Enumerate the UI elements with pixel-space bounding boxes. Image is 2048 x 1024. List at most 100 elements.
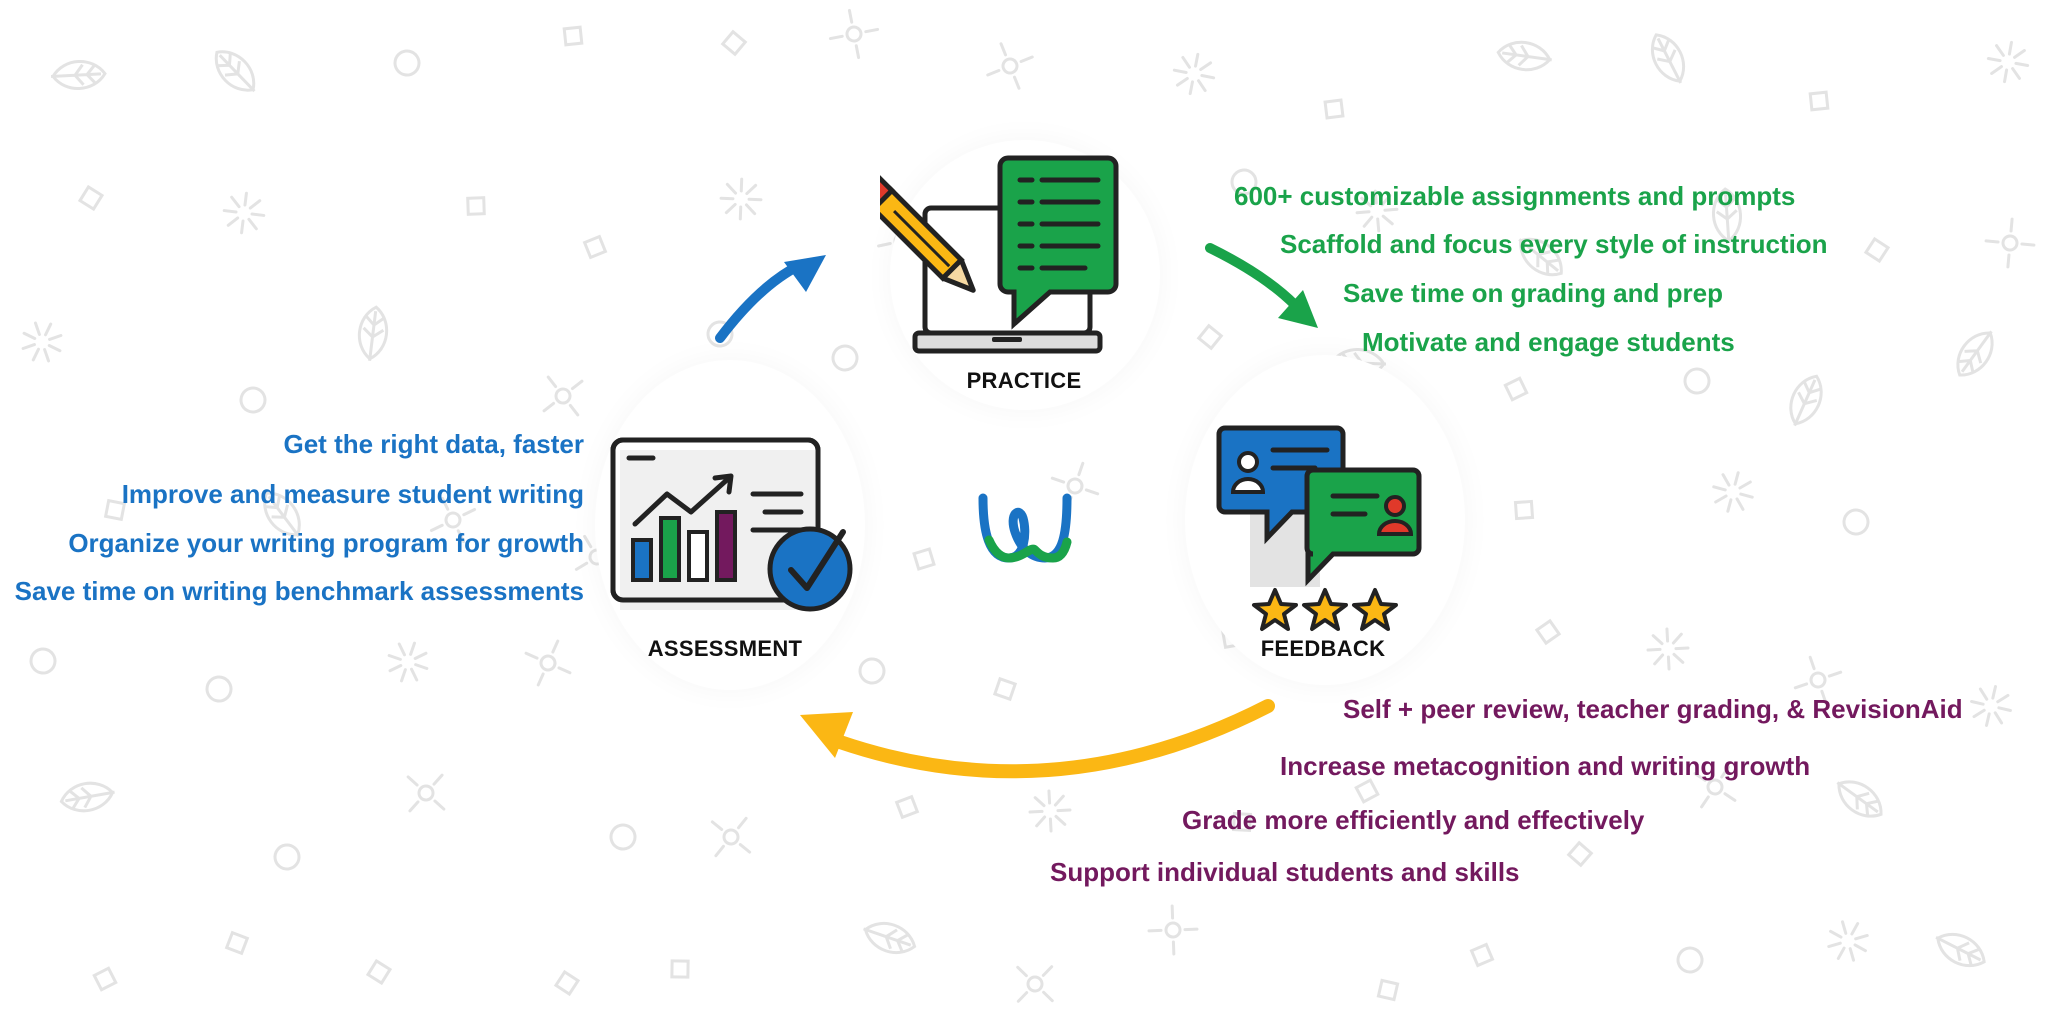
- chart-screen-checkmark-icon: [610, 437, 853, 612]
- chat-bubbles-stars-icon: [1216, 425, 1422, 631]
- leaf-icon: [263, 491, 301, 538]
- assessment-label: ASSESSMENT: [647, 636, 803, 661]
- feedback-bullet-4: Support individual students and skills: [1050, 857, 1520, 887]
- feedback-bullet-1: Self + peer review, teacher grading, & R…: [1343, 694, 1963, 724]
- practice-bullet-2: Scaffold and focus every style of instru…: [1280, 229, 1828, 259]
- square-icon: [1323, 98, 1345, 120]
- circle-icon: [609, 823, 637, 851]
- star-icon: [1352, 588, 1398, 631]
- square-icon: [77, 184, 105, 212]
- sparkle-icon: [1827, 920, 1869, 962]
- laptop-pencil-speech-bubble-icon: [880, 155, 1119, 354]
- leaf-icon: [357, 305, 389, 361]
- circle-icon: [858, 657, 886, 685]
- green-arrow: [1205, 243, 1300, 310]
- sparkle-icon: [1970, 685, 2012, 727]
- sparkle-icon: [1355, 189, 1399, 233]
- feedback-bullet-3: Grade more efficiently and effectively: [1182, 805, 1645, 835]
- target-icon: [1793, 655, 1843, 705]
- gold-arrow: [833, 699, 1275, 779]
- diamond-icon: [720, 29, 748, 57]
- target-icon: [1147, 904, 1199, 956]
- circle-icon: [1676, 946, 1704, 974]
- practice-bullet-1: 600+ customizable assignments and prompt…: [1234, 181, 1796, 211]
- assessment-bullet-1: Get the right data, faster: [283, 429, 585, 459]
- green-arrowhead: [1278, 290, 1318, 328]
- w-logo-icon: [978, 493, 1072, 563]
- target-icon: [828, 8, 880, 60]
- target-icon: [1984, 217, 2036, 269]
- circle-icon: [273, 843, 301, 871]
- square-icon: [1808, 90, 1830, 112]
- target-icon: [1016, 965, 1054, 1003]
- leaf-icon: [214, 50, 256, 93]
- square-icon: [224, 930, 250, 956]
- square-icon: [553, 969, 581, 997]
- circle-icon: [1230, 168, 1258, 196]
- assessment-bullet-2: Improve and measure student writing: [121, 479, 584, 509]
- diamond-icon: [1469, 942, 1495, 968]
- circle-icon: [1683, 367, 1711, 395]
- leaf-icon: [1650, 33, 1686, 84]
- square-icon: [1354, 778, 1380, 804]
- sparkle-icon: [21, 321, 63, 363]
- assessment-bullet-4: Save time on writing benchmark assessmen…: [14, 576, 584, 606]
- leaf-icon: [1518, 237, 1563, 277]
- practice-bullet-3: Save time on grading and prep: [1343, 278, 1723, 308]
- square-icon: [992, 676, 1018, 702]
- square-icon: [466, 196, 486, 216]
- circle-icon: [29, 647, 57, 675]
- diamond-icon: [894, 794, 920, 820]
- practice-label: PRACTICE: [966, 368, 1082, 393]
- feedback-bullet-2: Increase metacognition and writing growt…: [1280, 751, 1811, 781]
- square-icon: [670, 959, 690, 979]
- square-icon: [1503, 376, 1529, 402]
- circle-icon: [706, 320, 734, 348]
- target-icon: [524, 639, 572, 687]
- circle-icon: [1842, 508, 1870, 536]
- sparkle-icon: [1028, 789, 1072, 833]
- diamond-icon: [365, 958, 393, 986]
- square-icon: [582, 234, 608, 260]
- circle-icon: [831, 344, 859, 372]
- square-icon: [1566, 840, 1594, 868]
- assessment-bullet-3: Organize your writing program for growth: [68, 528, 584, 558]
- diamond-icon: [1376, 978, 1400, 1002]
- square-icon: [1196, 323, 1224, 351]
- leaf-icon: [50, 60, 107, 90]
- leaf-icon: [1496, 40, 1552, 72]
- diamond-icon: [912, 547, 936, 571]
- sparkle-icon: [1712, 471, 1754, 513]
- sparkle-icon: [719, 177, 763, 221]
- leaf-icon: [1935, 932, 1986, 968]
- target-icon: [986, 42, 1034, 90]
- target-icon: [429, 496, 477, 544]
- leaf-icon: [59, 781, 115, 813]
- diamond-icon: [92, 966, 118, 992]
- blue-arrow: [715, 260, 805, 343]
- diamond-icon: [103, 498, 127, 522]
- sparkle-icon: [1646, 627, 1690, 671]
- gold-arrowhead: [800, 712, 853, 758]
- diamond-icon: [1534, 618, 1562, 646]
- leaf-icon: [1789, 374, 1823, 427]
- diamond-icon: [1863, 236, 1891, 264]
- diamond-icon: [1232, 812, 1252, 832]
- target-icon: [406, 773, 446, 813]
- practice-bullet-4: Motivate and engage students: [1362, 327, 1735, 357]
- target-icon: [710, 816, 752, 858]
- sparkle-icon: [222, 191, 266, 235]
- star-icon: [1252, 588, 1298, 631]
- square-icon: [1513, 499, 1535, 521]
- target-icon: [1693, 765, 1737, 809]
- star-icon: [1302, 588, 1348, 631]
- target-icon: [542, 375, 584, 417]
- leaf-icon: [1711, 187, 1743, 244]
- circle-icon: [239, 386, 267, 414]
- sparkle-icon: [1172, 52, 1216, 96]
- leaf-icon: [863, 921, 917, 955]
- assessment-bullets: Get the right data, faster Improve and m…: [0, 0, 584, 1024]
- feedback-label: FEEDBACK: [1260, 636, 1386, 661]
